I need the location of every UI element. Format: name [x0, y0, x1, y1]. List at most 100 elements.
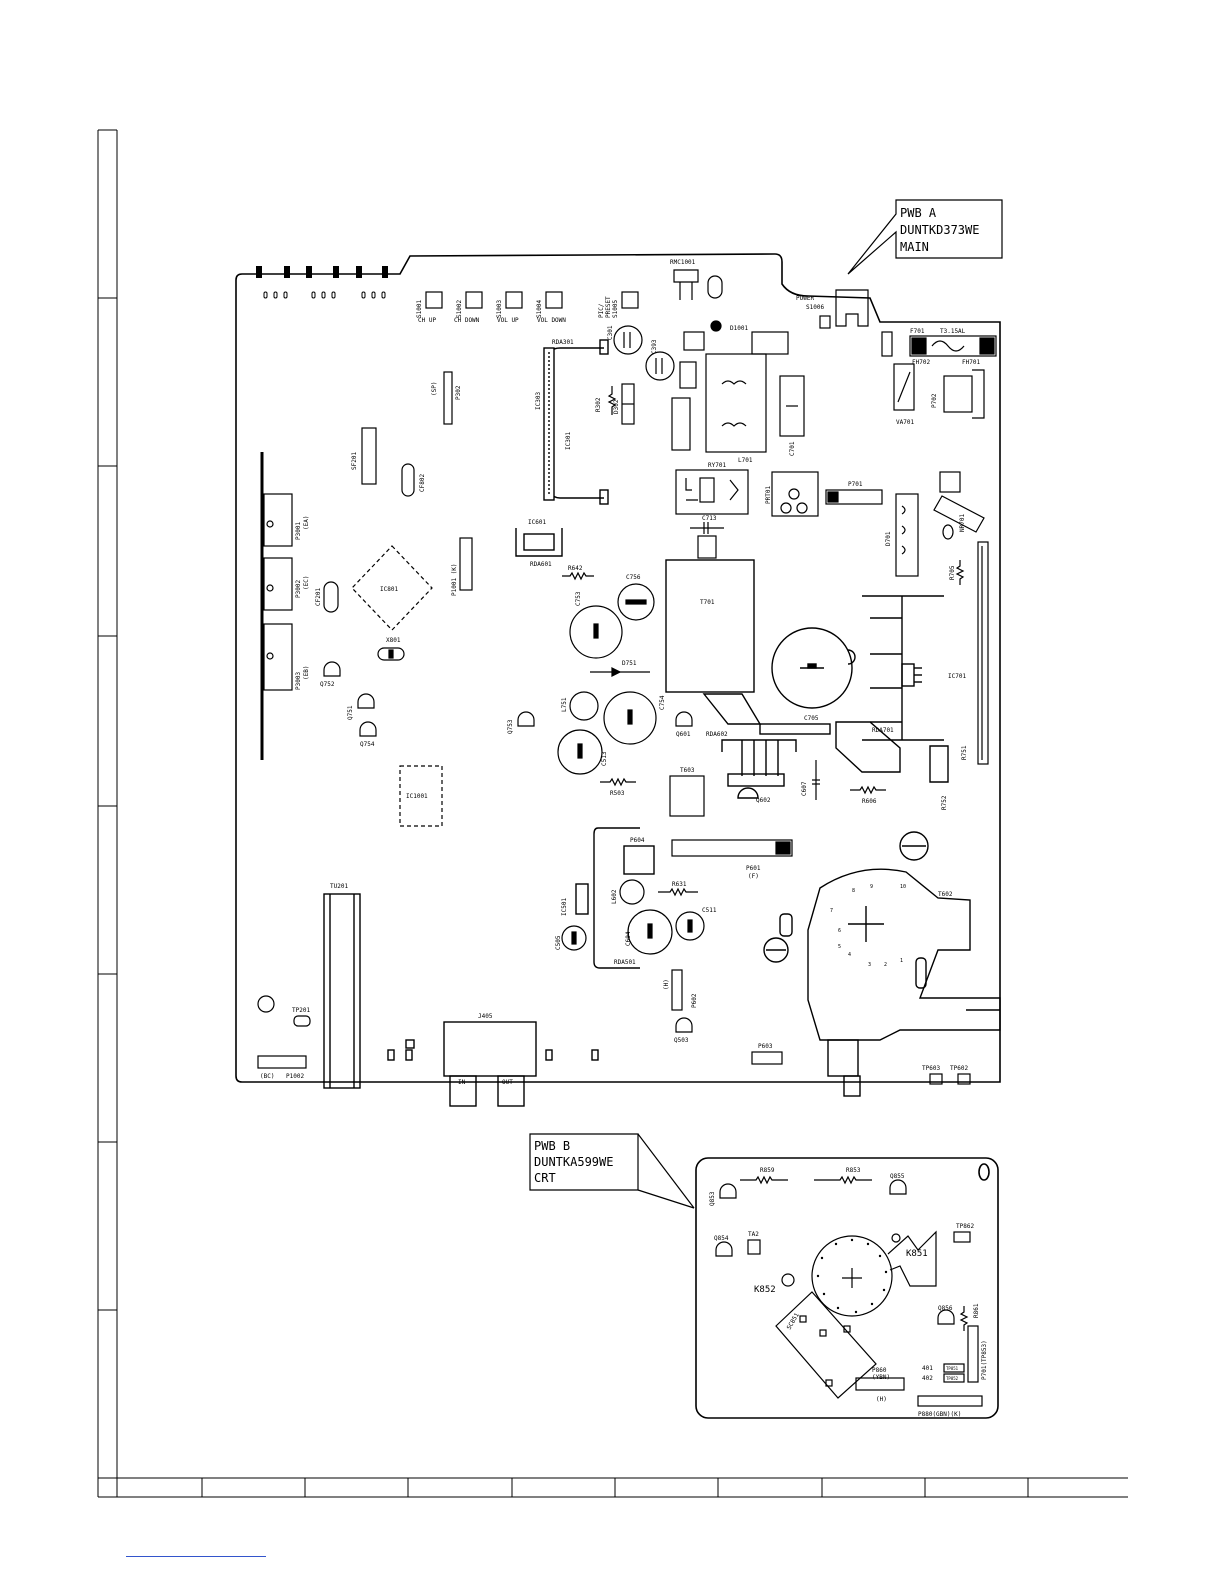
d751-label: D751: [622, 660, 637, 667]
c705: [771, 627, 856, 709]
p604-label: P604: [630, 837, 645, 844]
d302-label: D302: [613, 399, 620, 414]
q754-label: Q754: [360, 741, 375, 748]
ic303-label: IC303: [535, 392, 542, 410]
j405-label: J405: [478, 1013, 493, 1020]
vol-up-label: VOL UP: [497, 317, 519, 324]
c701: [779, 375, 805, 437]
in-label: IN: [458, 1079, 466, 1086]
ic301-label: IC301: [565, 432, 572, 450]
callout-pwb-a: PWB A DUNTKD373WE MAIN: [847, 199, 1003, 275]
d701-label: D701: [885, 531, 892, 546]
p701: [825, 489, 883, 505]
h-label-b: (H): [876, 1396, 887, 1403]
cf802-label: CF802: [419, 474, 426, 492]
svg-text:1: 1: [900, 958, 903, 964]
r859-label: R859: [760, 1167, 775, 1174]
rda501-label: RDA501: [614, 959, 636, 966]
l602-label: L602: [611, 889, 618, 904]
callout-a-line3: MAIN: [900, 240, 929, 254]
ec-label: (EC): [303, 576, 310, 590]
page-frame: [97, 129, 1128, 1498]
r606-label: R606: [862, 798, 877, 805]
ic701-label: IC701: [948, 673, 966, 680]
ic501-label: IC501: [561, 898, 568, 916]
ic1001-label: IC1001: [406, 793, 428, 800]
va701-label: VA701: [896, 419, 914, 426]
h-label: (H): [663, 979, 670, 990]
vol-down-label: VOL DOWN: [537, 317, 566, 324]
f-label: (F): [748, 873, 759, 880]
sp-label: (SP): [431, 382, 438, 396]
p701-b-label: P701(TP853): [981, 1340, 988, 1380]
callout-pwb-b: PWB B DUNTKA599WE CRT: [529, 1133, 695, 1209]
top-connectors: [256, 266, 388, 278]
power-switch: [819, 289, 869, 329]
c505-label: C505: [555, 935, 562, 950]
c753-label: C753: [575, 591, 582, 606]
ybn-label: (YBN): [872, 1374, 890, 1381]
f701-label: F701: [910, 328, 925, 335]
preset-label: PRESET: [605, 296, 612, 318]
lower-mid-components: [561, 879, 705, 955]
ic701: [835, 595, 949, 783]
r503-t603: [600, 775, 705, 817]
r302-label: R302: [595, 397, 602, 412]
side-connectors: [260, 452, 293, 760]
q503-label: Q503: [674, 1037, 689, 1044]
sf201-label: SF201: [351, 452, 358, 470]
pwb-a-board: [235, 253, 1001, 1083]
402-label: 402: [922, 1375, 933, 1382]
q854-label: Q854: [714, 1235, 729, 1242]
p602-label: P602: [691, 993, 698, 1008]
p1001: [459, 537, 473, 591]
l701-label: L701: [738, 457, 753, 464]
ic801-label: IC801: [380, 586, 398, 593]
c756-label: C756: [626, 574, 641, 581]
tp201-label: TP201: [292, 1007, 310, 1014]
l701: [671, 331, 789, 453]
t603-label: T603: [680, 767, 695, 774]
prt01-label: PRT01: [765, 486, 772, 504]
tp862-label: TP862: [956, 1223, 974, 1230]
tu201-label: TU201: [330, 883, 348, 890]
s1003-label: S1003: [496, 300, 503, 318]
svg-text:9: 9: [870, 884, 873, 890]
svg-text:8: 8: [852, 888, 855, 894]
capacitors-centre: [557, 583, 657, 775]
rmc1001: [673, 269, 723, 332]
q856-label: Q856: [938, 1305, 953, 1312]
svg-text:2: 2: [884, 962, 887, 968]
tp851-label: TP851: [946, 1366, 959, 1371]
ea-label: (EA): [303, 516, 310, 530]
tp603-label: TP603: [922, 1065, 940, 1072]
s1006-label: S1006: [806, 304, 824, 311]
tp201-p1002: [257, 995, 311, 1069]
p702-label: P702: [931, 393, 938, 408]
t602-label: T602: [938, 891, 953, 898]
ta2-label: TA2: [748, 1231, 759, 1238]
p302-label: P302: [455, 385, 462, 400]
ic801: [351, 545, 433, 631]
s1002-label: S1002: [456, 300, 463, 318]
r752-label: R752: [941, 795, 948, 810]
cf201: [323, 581, 339, 613]
fh702-label: FH702: [912, 359, 930, 366]
c607-r606: [812, 760, 886, 800]
p1001-label: P1001 (K): [451, 563, 458, 596]
va701: [893, 363, 985, 419]
t701: [665, 559, 755, 693]
fuse-rating-label: T3.15AL: [940, 328, 966, 335]
tu201: [323, 893, 361, 1089]
r861-label: R861: [973, 1303, 980, 1318]
svg-text:7: 7: [830, 908, 833, 914]
r642-label: R642: [568, 565, 583, 572]
cf201-label: CF201: [315, 588, 322, 606]
rda602: [702, 693, 831, 799]
ic1001: [399, 765, 443, 827]
r631-label: R631: [672, 881, 687, 888]
d701: [895, 493, 919, 577]
c511-label: C511: [702, 907, 717, 914]
